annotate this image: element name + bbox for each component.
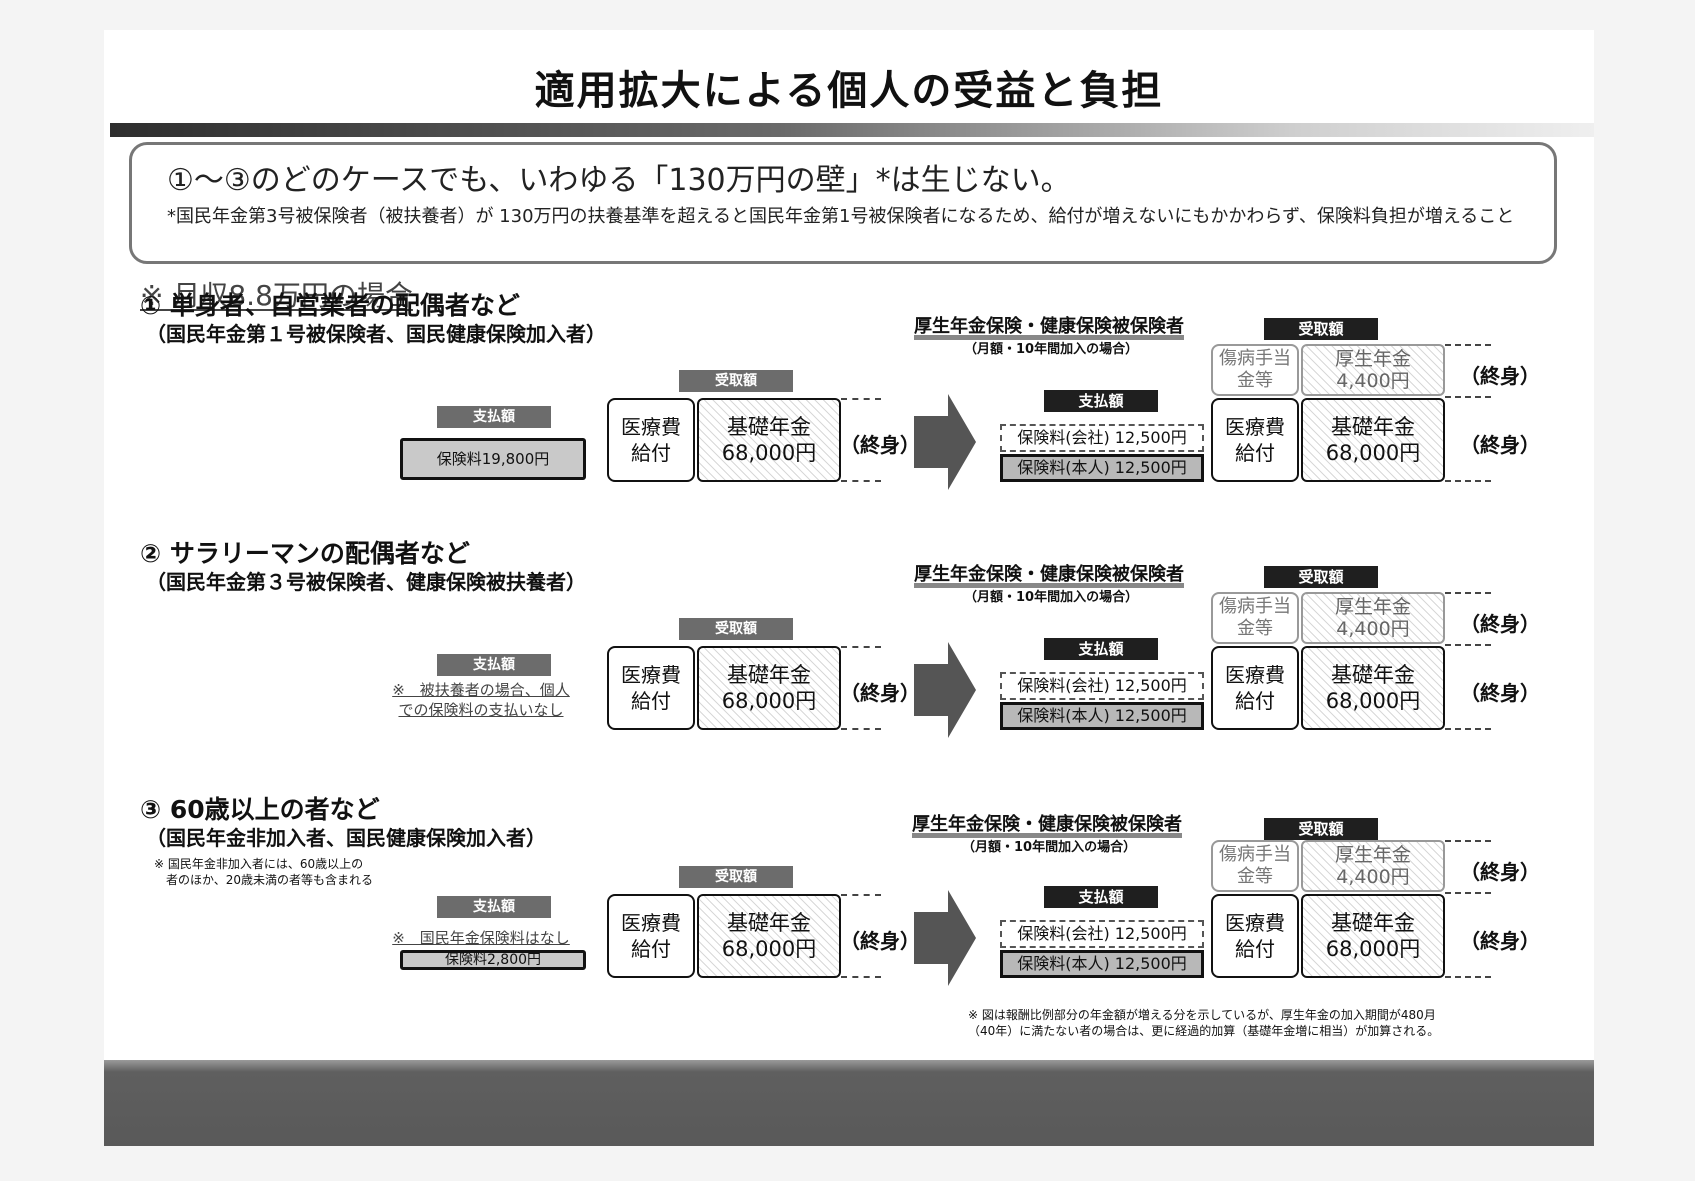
dash-line	[1445, 344, 1491, 346]
page-title: 適用拡大による個人の受益と負担	[534, 68, 1164, 114]
basic-pension-box: 基礎年金 68,000円	[697, 398, 841, 482]
insured-subtitle: （月額・10年間加入の場合）	[962, 840, 1137, 855]
arrow-right-icon	[914, 890, 976, 986]
receive-label: 受取額	[1264, 818, 1378, 840]
medical-benefit-box: 医療費 給付	[607, 398, 695, 482]
case-title: ③ 60歳以上の者など	[140, 795, 380, 824]
basic-pension-box: 基礎年金 68,000円	[1301, 398, 1445, 482]
lifelong-label: （終身）	[840, 433, 920, 457]
sickness-allowance-box: 傷病手当 金等	[1211, 592, 1299, 644]
case-1: ① 単身者、自営業者の配偶者など （国民年金第１号被保険者、国民健康保険加入者）…	[104, 286, 1594, 536]
case-subtitle: （国民年金第１号被保険者、国民健康保険加入者）	[146, 322, 606, 346]
medical-benefit-box: 医療費 給付	[607, 894, 695, 978]
lifelong-label: （終身）	[840, 929, 920, 953]
dash-line	[1445, 892, 1491, 894]
insured-title: 厚生年金保険・健康保険被保険者	[912, 814, 1182, 835]
premium-self: 保険料(本人) 12,500円	[1000, 950, 1204, 978]
dash-line	[1445, 840, 1491, 842]
basic-pension-box: 基礎年金 68,000円	[697, 646, 841, 730]
sickness-allowance-box: 傷病手当 金等	[1211, 840, 1299, 892]
dash-line	[1445, 396, 1491, 398]
sickness-allowance-box: 傷病手当 金等	[1211, 344, 1299, 396]
medical-benefit-box: 医療費 給付	[1211, 398, 1299, 482]
payment-label: 支払額	[437, 896, 551, 918]
dash-line	[841, 728, 881, 730]
arrow-right-icon	[914, 642, 976, 738]
lifelong-label: （終身）	[1460, 433, 1540, 457]
scenario-note: ※ 月収8.8万円の場合	[140, 279, 413, 312]
no-premium-note: ※ 国民年金保険料はなし	[392, 929, 570, 947]
medical-benefit-box: 医療費 給付	[1211, 894, 1299, 978]
notice-footnote: *国民年金第3号被保険者（被扶養者）が 130万円の扶養基準を超えると国民年金第…	[167, 206, 1515, 227]
notice-box: ①～③のどのケースでも、いわゆる「130万円の壁」*は生じない。 *国民年金第3…	[129, 142, 1557, 264]
case-note: ※ 国民年金非加入者には、60歳以上の 者のほか、20歳未満の者等も含まれる	[154, 857, 374, 887]
insured-subtitle: （月額・10年間加入の場合）	[964, 342, 1139, 357]
insured-title: 厚生年金保険・健康保険被保険者	[914, 316, 1184, 337]
case-3: ③ 60歳以上の者など （国民年金非加入者、国民健康保険加入者） ※ 国民年金非…	[104, 790, 1594, 1040]
payment-label: 支払額	[437, 654, 551, 676]
dash-line	[1445, 728, 1491, 730]
no-premium-note: ※ 被扶養者の場合、個人 での保険料の支払いなし	[392, 681, 570, 719]
dash-line	[841, 894, 881, 896]
case-subtitle: （国民年金非加入者、国民健康保険加入者）	[146, 826, 546, 850]
dash-line	[1445, 976, 1491, 978]
premium-self: 保険料(本人) 12,500円	[1000, 702, 1204, 730]
lifelong-label: （終身）	[840, 681, 920, 705]
dash-line	[1445, 644, 1491, 646]
notice-headline: ①～③のどのケースでも、いわゆる「130万円の壁」*は生じない。	[167, 163, 1071, 198]
premium-box: 保険料2,800円	[400, 950, 586, 970]
insured-subtitle: （月額・10年間加入の場合）	[964, 590, 1139, 605]
bottom-footnote: ※ 図は報酬比例部分の年金額が増える分を示しているが、厚生年金の加入期間が480…	[968, 1008, 1440, 1038]
insured-title: 厚生年金保険・健康保険被保険者	[914, 564, 1184, 585]
lifelong-label: （終身）	[1460, 364, 1540, 388]
basic-pension-box: 基礎年金 68,000円	[1301, 894, 1445, 978]
case-title: ① 単身者、自営業者の配偶者など	[140, 291, 520, 320]
premium-company: 保険料(会社) 12,500円	[1000, 920, 1204, 948]
premium-self: 保険料(本人) 12,500円	[1000, 454, 1204, 482]
payment-label: 支払額	[437, 406, 551, 428]
medical-benefit-box: 医療費 給付	[1211, 646, 1299, 730]
case-subtitle: （国民年金第３号被保険者、健康保険被扶養者）	[146, 570, 586, 594]
premium-company: 保険料(会社) 12,500円	[1000, 424, 1204, 452]
case-title: ② サラリーマンの配偶者など	[140, 539, 470, 568]
title-divider	[110, 123, 1594, 137]
payment-label: 支払額	[1044, 390, 1158, 412]
receive-label: 受取額	[679, 618, 793, 640]
basic-pension-box: 基礎年金 68,000円	[697, 894, 841, 978]
payment-label: 支払額	[1044, 638, 1158, 660]
basic-pension-box: 基礎年金 68,000円	[1301, 646, 1445, 730]
case-2: ② サラリーマンの配偶者など （国民年金第３号被保険者、健康保険被扶養者） 支払…	[104, 534, 1594, 784]
receive-label: 受取額	[1264, 318, 1378, 340]
receive-label: 受取額	[679, 370, 793, 392]
arrow-right-icon	[914, 394, 976, 490]
employee-pension-box: 厚生年金 4,400円	[1301, 344, 1445, 396]
employee-pension-box: 厚生年金 4,400円	[1301, 592, 1445, 644]
dash-line	[841, 976, 881, 978]
dash-line	[841, 646, 881, 648]
lifelong-label: （終身）	[1460, 860, 1540, 884]
dash-line	[841, 398, 881, 400]
dash-line	[841, 480, 881, 482]
receive-label: 受取額	[1264, 566, 1378, 588]
footer-band	[104, 1060, 1594, 1146]
receive-label: 受取額	[679, 866, 793, 888]
lifelong-label: （終身）	[1460, 929, 1540, 953]
premium-box: 保険料19,800円	[400, 438, 586, 480]
dash-line	[1445, 480, 1491, 482]
lifelong-label: （終身）	[1460, 681, 1540, 705]
lifelong-label: （終身）	[1460, 612, 1540, 636]
dash-line	[1445, 592, 1491, 594]
payment-label: 支払額	[1044, 886, 1158, 908]
premium-company: 保険料(会社) 12,500円	[1000, 672, 1204, 700]
medical-benefit-box: 医療費 給付	[607, 646, 695, 730]
slide: 適用拡大による個人の受益と負担 ①～③のどのケースでも、いわゆる「130万円の壁…	[104, 30, 1594, 1146]
employee-pension-box: 厚生年金 4,400円	[1301, 840, 1445, 892]
